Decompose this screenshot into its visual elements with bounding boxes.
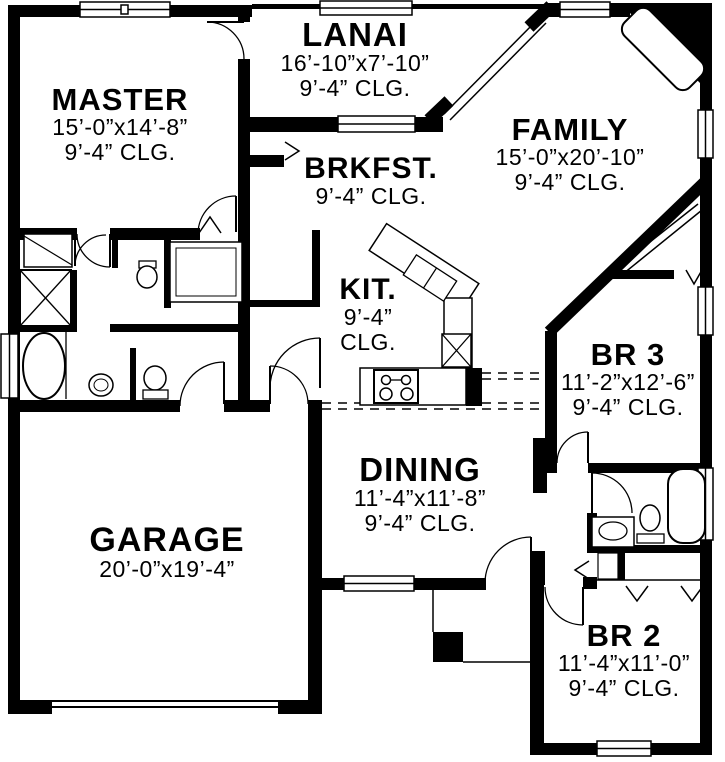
toilet-icon xyxy=(136,260,158,289)
room-ceiling: 9’-4” CLG. xyxy=(364,510,476,537)
room-label-br2: BR 2 11’-4”x11’-0” 9’-4” CLG. xyxy=(558,620,690,702)
window xyxy=(697,109,714,159)
room-label-garage: GARAGE 20’-0”x19’-4” xyxy=(89,523,244,582)
screen-wall xyxy=(443,16,547,121)
room-ceiling: 9’-4” CLG. xyxy=(514,169,626,196)
garage-door xyxy=(52,700,280,708)
vanity-sink-icon xyxy=(591,516,635,548)
linen-closet xyxy=(23,233,73,268)
door-garage xyxy=(179,361,225,407)
walls xyxy=(8,1,712,755)
br3-closet-front xyxy=(611,203,703,279)
sink-icon xyxy=(142,365,169,400)
room-label-br3: BR 3 11’-2”x12’-6” 9’-4” CLG. xyxy=(561,339,695,421)
doors xyxy=(74,21,633,626)
bathtub-icon xyxy=(22,332,67,400)
room-dims: 11’-4”x11’-0” xyxy=(557,650,691,676)
opening-arrow-icon xyxy=(573,560,590,580)
room-label-kit: KIT. 9’-4” CLG. xyxy=(339,275,396,356)
room-label-family: FAMILY 15’-0”x20’-10” 9’-4” CLG. xyxy=(496,114,645,196)
ceiling-break-dashes xyxy=(322,372,545,410)
door-laundry xyxy=(269,337,321,389)
linen-closet xyxy=(597,552,619,580)
window xyxy=(319,0,413,16)
master-bath xyxy=(19,233,243,400)
closet-rod-icon xyxy=(685,269,703,286)
walk-in-closet xyxy=(169,241,243,303)
porch-column xyxy=(433,632,463,662)
room-ceiling: 9’-4” CLG. xyxy=(568,675,680,702)
window xyxy=(0,333,19,399)
window xyxy=(559,1,611,18)
shower-icon xyxy=(19,269,72,327)
room-dims: 16’-10”x7’-10” xyxy=(280,50,430,76)
room-name: BR 2 xyxy=(586,618,662,653)
window xyxy=(337,115,416,133)
room-name: FAMILY xyxy=(511,112,629,147)
room-label-dining: DINING 11’-4”x11’-8” 9’-4” CLG. xyxy=(354,453,486,537)
bathtub-icon xyxy=(667,468,706,544)
door-bath2 xyxy=(591,472,633,514)
window xyxy=(697,286,714,336)
toilet-icon xyxy=(636,504,665,544)
room-ceiling: 9’-4” CLG. xyxy=(315,183,427,209)
room-ceiling: 9’-4” CLG. xyxy=(572,394,684,421)
fireplace-icon xyxy=(620,6,706,92)
room-ceiling: 9’-4” xyxy=(343,304,393,330)
kitchen-counter xyxy=(359,222,480,406)
window xyxy=(343,575,415,592)
door-front-entry xyxy=(484,536,532,584)
room-dims: 15’-0”x14’-8” xyxy=(52,114,188,140)
markers xyxy=(198,141,710,663)
room-label-lanai: LANAI 16’-10”x7’-10” 9’-4” CLG. xyxy=(281,18,430,102)
closet-rod-icon xyxy=(625,585,649,603)
room-dims: 20’-0”x19’-4” xyxy=(99,556,235,582)
window xyxy=(79,1,171,18)
room-ceiling: 9’-4” CLG. xyxy=(299,75,411,102)
door-master-hall xyxy=(197,195,237,235)
room-name: LANAI xyxy=(302,16,408,53)
door-master-lanai xyxy=(206,21,245,60)
door-br2 xyxy=(544,586,584,626)
room-ceiling: 9’-4” CLG. xyxy=(64,139,176,166)
room-label-brkfst: BRKFST. 9’-4” CLG. xyxy=(304,154,438,209)
room-dims: 11’-2”x12’-6” xyxy=(561,369,695,395)
room-name: BR 3 xyxy=(590,337,666,372)
room-name: DINING xyxy=(359,451,481,488)
sink-icon xyxy=(402,253,458,303)
stove-icon xyxy=(373,369,419,404)
door-br3 xyxy=(556,431,589,464)
room-name: BRKFST. xyxy=(304,152,438,185)
room-name: KIT. xyxy=(339,273,397,306)
closet-rod-icon xyxy=(680,585,704,603)
window xyxy=(596,740,652,757)
room-dims: 15’-0”x20’-10” xyxy=(495,144,645,170)
refrigerator-icon xyxy=(441,333,472,368)
door-closet xyxy=(74,234,107,267)
room-label-master: MASTER 15’-0”x14’-8” 9’-4” CLG. xyxy=(52,84,189,166)
attic-access-icon xyxy=(198,215,222,234)
door-master-bath xyxy=(76,233,111,268)
room-dims: 11’-4”x11’-8” xyxy=(353,485,487,511)
room-ceiling: CLG. xyxy=(340,329,396,356)
bath2 xyxy=(591,468,706,580)
toilet-icon xyxy=(88,373,114,397)
room-name: GARAGE xyxy=(89,521,245,559)
opening-arrow-icon xyxy=(284,141,301,161)
room-name: MASTER xyxy=(51,82,189,117)
door-hall-closet xyxy=(269,365,309,405)
